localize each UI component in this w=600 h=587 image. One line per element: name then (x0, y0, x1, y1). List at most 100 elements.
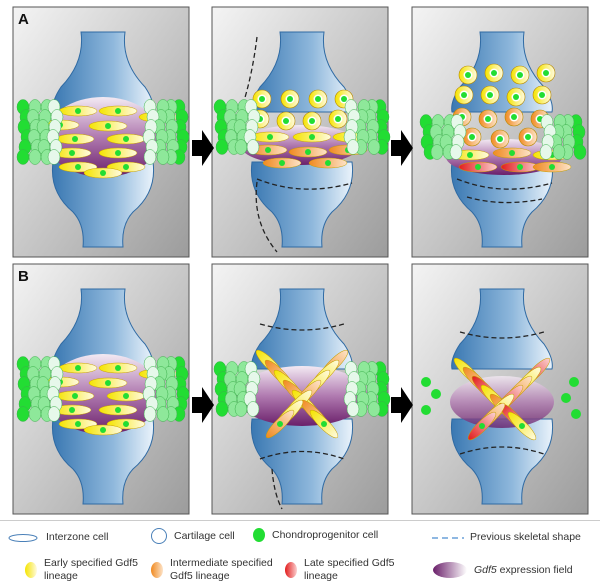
cell-nucleus (315, 96, 321, 102)
interzone-cell (83, 424, 123, 436)
chondroprogenitor-cell (539, 144, 553, 160)
interzone-cell (98, 362, 138, 374)
chondroprogenitor-cell (28, 406, 42, 422)
chondroprogenitor-cell (143, 406, 157, 422)
cell-nucleus (75, 365, 81, 371)
row-label-a: A (18, 11, 29, 28)
figure-diagram: A B (12, 6, 589, 515)
chondroprogenitor-cell (421, 405, 431, 415)
cell-nucleus (539, 92, 545, 98)
legend-label: Interzone cell (46, 531, 109, 543)
interzone-cell-icon (8, 533, 38, 542)
chondroprogenitor-cell (16, 406, 30, 422)
lower-bone (51, 418, 155, 505)
cell-nucleus (75, 164, 81, 170)
expression-field-icon (433, 562, 467, 578)
interzone-cell (507, 411, 537, 441)
chondroprogenitor-cell (246, 139, 260, 155)
legend-label: Gdf5 expression field (474, 563, 573, 576)
panel-a2 (211, 6, 391, 258)
interzone-cell (52, 147, 92, 159)
chondroprogenitor-cell (421, 377, 431, 387)
previous-shape-line (459, 446, 545, 455)
legend-chondroprogenitor: Chondroprogenitor cell (252, 527, 378, 543)
chondroprogenitor-cell (215, 401, 229, 417)
lower-bone (450, 418, 554, 505)
legend-cartilage: Cartilage cell (150, 527, 235, 545)
cell-nucleus (279, 160, 285, 166)
arrow-b2 (391, 387, 413, 423)
interzone-cell (292, 131, 332, 143)
cell-nucleus (325, 160, 331, 166)
panel-b1 (12, 263, 190, 515)
interzone-cell (55, 390, 95, 402)
cell-nucleus (115, 407, 121, 413)
chondroprogenitor-cell (215, 139, 229, 155)
legend: Interzone cell Cartilage cell Chondropro… (0, 520, 600, 587)
cell-nucleus (309, 118, 315, 124)
cell-nucleus (513, 94, 519, 100)
cell-nucleus (105, 123, 111, 129)
chondroprogenitor-cell (47, 406, 61, 422)
chondroprogenitor-cell (552, 144, 566, 160)
interzone-cell (262, 157, 302, 169)
upper-bone (451, 288, 553, 370)
cell-nucleus (525, 134, 531, 140)
interzone-cell (106, 133, 146, 145)
cell-nucleus (123, 421, 129, 427)
panel-b3 (411, 263, 589, 515)
chondroprogenitor-cell (234, 401, 248, 417)
interzone-cell (88, 377, 128, 389)
chondroprogenitor-cell (367, 139, 381, 155)
cell-nucleus (517, 164, 523, 170)
legend-previous-shape: Previous skeletal shape (432, 531, 581, 544)
cell-nucleus (485, 116, 491, 122)
intermediate-cell-icon (151, 562, 163, 578)
late-cell-icon (285, 562, 297, 578)
interzone-cell (265, 409, 295, 439)
cell-nucleus (321, 421, 327, 427)
chondroprogenitor-cell (430, 144, 444, 160)
interzone-cell (500, 161, 540, 173)
cell-nucleus (105, 380, 111, 386)
interzone-cell (532, 161, 572, 173)
interzone-cell (83, 167, 123, 179)
interzone-cell (88, 120, 128, 132)
interzone-cell (58, 418, 98, 430)
previous-shape-line (256, 178, 353, 190)
chondroprogenitor-cell (234, 139, 248, 155)
interzone-cell (98, 105, 138, 117)
chondroprogenitor-cell (246, 401, 260, 417)
chondroprogenitor-cell (16, 149, 30, 165)
cell-nucleus (487, 92, 493, 98)
cell-nucleus (100, 170, 106, 176)
interzone-cell (106, 390, 146, 402)
chondroprogenitor-cell (561, 393, 571, 403)
panel-b2 (211, 263, 391, 515)
cell-nucleus (259, 96, 265, 102)
interzone-cell (58, 161, 98, 173)
legend-interzone: Interzone cell (8, 531, 108, 544)
cell-nucleus (517, 72, 523, 78)
cell-nucleus (309, 134, 315, 140)
cell-nucleus (265, 147, 271, 153)
early-cell-icon (25, 562, 37, 578)
cell-nucleus (491, 70, 497, 76)
chondroprogenitor-cell (47, 149, 61, 165)
chondroprogenitor-cell (431, 389, 441, 399)
interzone-cell (58, 362, 98, 374)
cell-nucleus (115, 108, 121, 114)
previous-shape-line (271, 468, 283, 510)
chondroprogenitor-cell (28, 149, 42, 165)
interzone-cell (98, 404, 138, 416)
arrow-a1 (192, 130, 214, 166)
previous-shape-line (466, 196, 543, 204)
cell-nucleus (69, 150, 75, 156)
cell-nucleus (277, 421, 283, 427)
legend-label: Cartilage cell (174, 529, 235, 542)
interzone-cell (308, 157, 348, 169)
